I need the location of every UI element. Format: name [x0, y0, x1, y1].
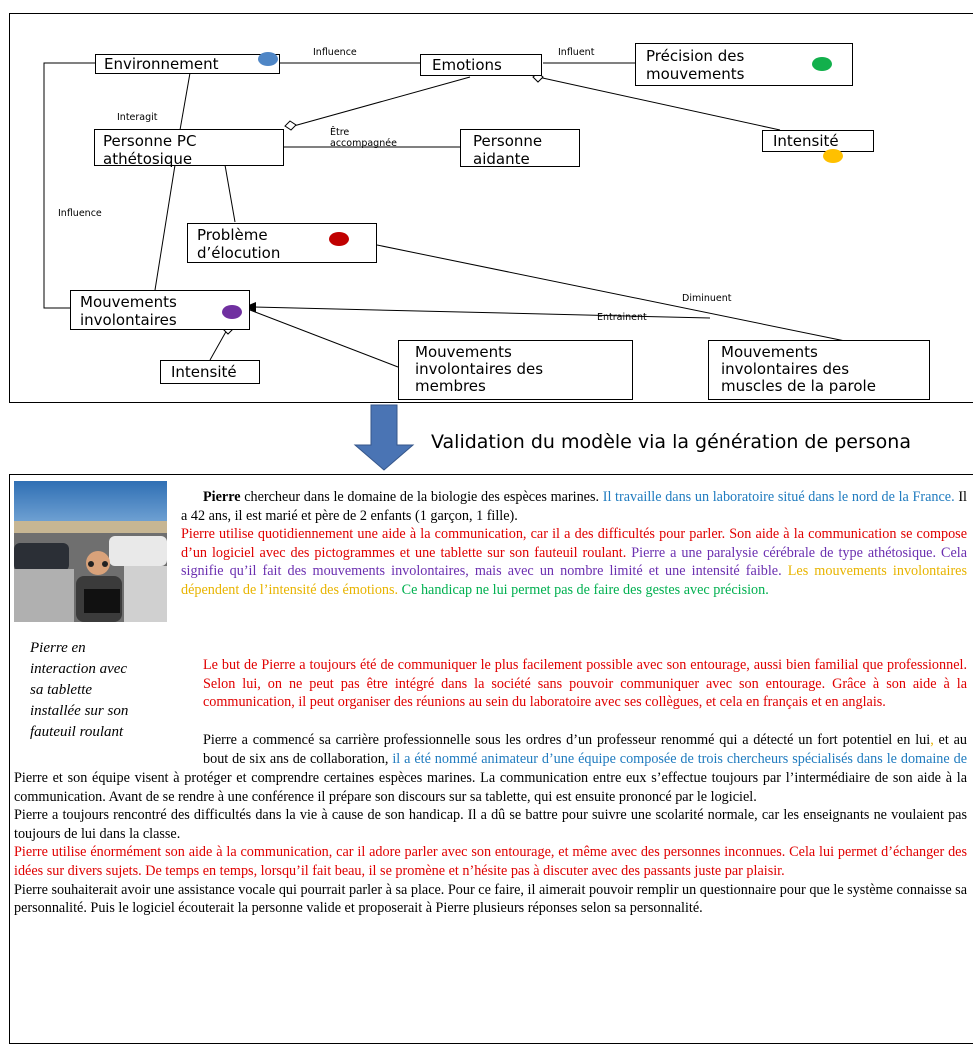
- node-personne-pc: Personne PC athétosique: [94, 129, 284, 168]
- node-intensite-top-label: Intensité: [773, 132, 839, 150]
- node-intensite-bottom: Intensité: [160, 360, 260, 384]
- node-mvt-membres-line3: membres: [415, 377, 486, 395]
- node-intensite-top: Intensité: [762, 130, 874, 152]
- persona-photo-illustration: [14, 481, 167, 622]
- persona-caption: Pierre en interaction avec sa tablette i…: [30, 638, 180, 743]
- marker-green: [812, 57, 832, 71]
- persona-paragraph-1: Pierre chercheur dans le domaine de la b…: [181, 488, 967, 525]
- node-precision-line2: mouvements: [646, 65, 745, 83]
- node-mouvements-inv-line1: Mouvements: [80, 293, 177, 311]
- edge-mouvements-intensite: [209, 327, 229, 361]
- persona-p4-comma: ,: [930, 732, 934, 748]
- node-mvt-membres-line2: involontaires des: [415, 360, 544, 378]
- edge-env-personnepc: [179, 72, 191, 131]
- edge-label-influence-left: Influence: [58, 208, 102, 219]
- caption-line-1: Pierre en: [30, 640, 86, 656]
- edge-probleme-parole: [376, 244, 851, 343]
- edge-label-etre-line1: Être: [330, 127, 350, 138]
- edge-label-entrainent: Entrainent: [597, 312, 647, 323]
- node-mvt-membres-line1: Mouvements: [415, 343, 512, 361]
- edge-label-influent: Influent: [558, 47, 595, 58]
- persona-p4-b: et au bout de six ans de collaboration,: [203, 732, 967, 767]
- caption-line-3: sa tablette: [30, 682, 93, 698]
- diamond-personnepc: [284, 120, 297, 131]
- node-personne-pc-line2: athétosique: [103, 150, 193, 168]
- persona-p4-c: il a été nommé animateur d’une équipe co…: [392, 750, 967, 767]
- node-environnement-label: Environnement: [104, 55, 219, 73]
- node-mvt-parole: Mouvements involontaires des muscles de …: [708, 340, 930, 400]
- persona-p2-a: Pierre utilise quotidiennement une aide …: [181, 526, 967, 561]
- persona-text-middle: Le but de Pierre a toujours été de commu…: [203, 656, 967, 712]
- marker-yellow: [823, 149, 843, 163]
- edge-env-loop: [43, 62, 95, 309]
- edge-label-diminuent: Diminuent: [682, 293, 732, 304]
- node-mvt-parole-line2: involontaires des: [721, 360, 850, 378]
- persona-paragraph-6: Pierre a toujours rencontré des difficul…: [14, 807, 967, 842]
- edge-emotions-personnepc: [289, 76, 471, 128]
- node-intensite-bottom-label: Intensité: [171, 363, 237, 381]
- persona-panel: [9, 474, 973, 1044]
- edge-personnepc-probleme: [224, 164, 236, 223]
- node-probleme-line2: d’élocution: [197, 244, 281, 262]
- node-mvt-parole-line1: Mouvements: [721, 343, 818, 361]
- node-mouvements-involontaires: Mouvements involontaires: [70, 290, 250, 330]
- persona-text-p4-first: Pierre a commencé sa carrière profession…: [203, 731, 967, 768]
- node-probleme: Problème d’élocution: [187, 223, 377, 263]
- edge-personnepc-mouvements: [154, 164, 176, 291]
- persona-paragraph-5: Pierre et son équipe visent à protéger e…: [14, 770, 967, 805]
- node-environnement: Environnement: [95, 54, 280, 74]
- edge-label-interagit: Interagit: [117, 112, 158, 123]
- persona-p1-b: Il travaille dans un laboratoire situé d…: [602, 489, 955, 505]
- persona-paragraph-7: Pierre utilise énormément son aide à la …: [14, 844, 967, 879]
- caption-line-5: fauteuil roulant: [30, 724, 124, 740]
- marker-purple: [222, 305, 242, 319]
- persona-name: Pierre: [203, 489, 241, 505]
- edge-label-influence-top: Influence: [313, 47, 357, 58]
- validation-text: Validation du modèle via la génération d…: [431, 431, 911, 453]
- persona-paragraph-2: Pierre utilise quotidiennement une aide …: [181, 525, 967, 599]
- persona-photo: [14, 481, 167, 622]
- edge-label-etre: Être accompagnée: [330, 127, 397, 149]
- marker-blue: [258, 52, 278, 66]
- down-arrow-shape: [353, 404, 415, 471]
- persona-paragraph-8: Pierre souhaiterait avoir une assistance…: [14, 881, 967, 917]
- persona-p2-b: Pierre a une paralysie cérébrale de type…: [181, 544, 968, 580]
- node-emotions: Emotions: [420, 54, 542, 76]
- persona-paragraph-3: Le but de Pierre a toujours été de commu…: [203, 657, 967, 711]
- node-precision-line1: Précision des: [646, 47, 745, 65]
- edge-membres-mouvements: [249, 309, 399, 368]
- edge-emotions-intensite: [537, 76, 781, 131]
- persona-p1-a: chercheur dans le domaine de la biologie…: [240, 489, 603, 505]
- marker-red: [329, 232, 349, 246]
- node-mouvements-inv-line2: involontaires: [80, 311, 177, 329]
- persona-p2-c: Les mouvements involontaires dépendent d…: [181, 563, 967, 598]
- persona-text-bottom: Pierre et son équipe visent à protéger e…: [14, 769, 967, 1027]
- node-mvt-parole-line3: muscles de la parole: [721, 377, 876, 395]
- node-personne-pc-line1: Personne PC: [103, 132, 197, 150]
- persona-paragraph-4-start: Pierre a commencé sa carrière profession…: [203, 731, 967, 768]
- node-personne-aidante-line1: Personne: [473, 132, 543, 150]
- persona-p1-c: Il a 42 ans, il est marié et père de 2 e…: [181, 489, 967, 524]
- edge-parole-mouvements: [251, 306, 711, 319]
- arrowhead-entrainent: [244, 302, 256, 312]
- caption-line-2: interaction avec: [30, 661, 128, 677]
- persona-p4-a: Pierre a commencé sa carrière profession…: [203, 732, 931, 748]
- node-mvt-membres: Mouvements involontaires des membres: [398, 340, 633, 400]
- caption-line-4: installée sur son: [30, 703, 129, 719]
- node-emotions-label: Emotions: [432, 56, 502, 74]
- node-probleme-line1: Problème: [197, 226, 268, 244]
- node-personne-aidante-line2: aidante: [473, 150, 530, 168]
- edge-label-etre-line2: accompagnée: [330, 138, 397, 149]
- node-personne-aidante: Personne aidante: [460, 129, 580, 168]
- persona-text-top: Pierre chercheur dans le domaine de la b…: [181, 488, 967, 600]
- persona-p2-d: Ce handicap ne lui permet pas de faire d…: [398, 581, 769, 598]
